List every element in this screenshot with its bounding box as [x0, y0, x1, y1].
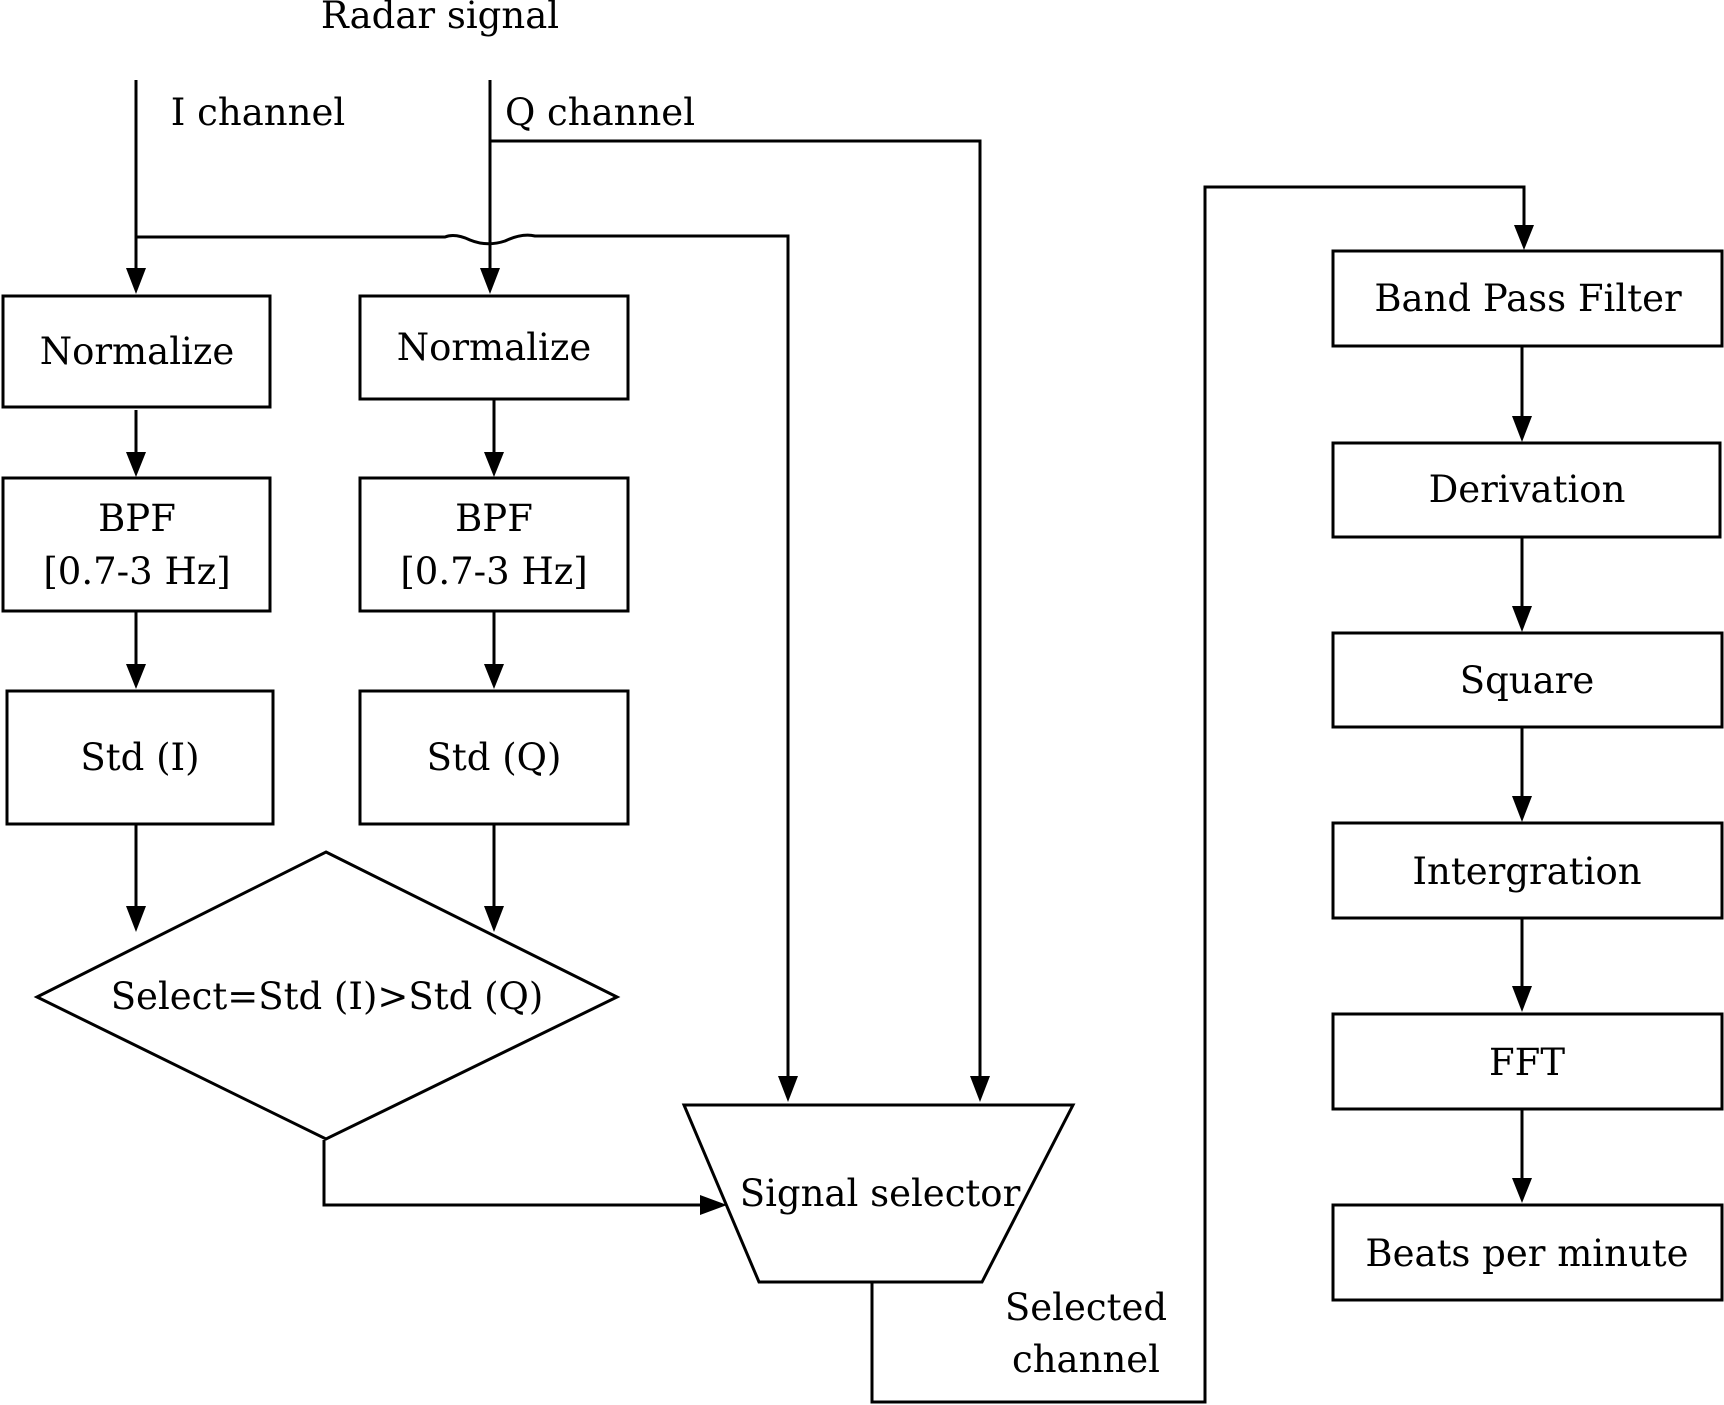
pipeline-step-label: Intergration: [1412, 850, 1641, 893]
pipeline-step-label: FFT: [1489, 1041, 1565, 1084]
pipeline-step-label: Derivation: [1429, 468, 1626, 511]
decision-diamond: [33, 850, 621, 1141]
signal-selector-label: Signal selector: [740, 1172, 1021, 1215]
i-channel-label: I channel: [171, 91, 345, 134]
arrowhead: [484, 452, 504, 477]
decision-label: Select=Std (I)>Std (Q): [111, 975, 544, 1018]
bpf-q-range: [0.7-3 Hz]: [400, 550, 587, 593]
arrowhead: [126, 664, 146, 689]
signal-selector: [681, 1103, 1076, 1284]
arrowhead: [1512, 1178, 1532, 1203]
pipeline-step-beats-per-minute: [1331, 1203, 1724, 1302]
arrowhead: [484, 664, 504, 689]
bpf-i-range: [0.7-3 Hz]: [43, 550, 230, 593]
bpf-i-label: BPF: [98, 497, 176, 540]
arrowhead: [1514, 225, 1534, 250]
arrowhead: [1512, 606, 1532, 632]
arrowhead: [778, 1076, 798, 1102]
input-label: Radar signal: [321, 0, 559, 37]
normalize-q-box: [358, 294, 630, 401]
arrowhead: [480, 268, 500, 294]
pipeline-step-integration: [1331, 821, 1724, 920]
arrowhead: [126, 268, 146, 294]
i-branch-line: [136, 233, 790, 1090]
selected-channel-label-2: channel: [1012, 1338, 1160, 1381]
std-q-label: Std (Q): [427, 736, 562, 779]
bpf-q-label: BPF: [455, 497, 533, 540]
q-branch-line: [490, 139, 982, 1090]
bpf-q-box: [358, 476, 630, 613]
pipeline-step-label: Beats per minute: [1365, 1232, 1688, 1275]
pipeline-step-label: Square: [1460, 659, 1595, 702]
pipeline-step-derivation: [1331, 441, 1722, 539]
pipeline-step-band-pass-filter: [1331, 249, 1724, 348]
arrowhead: [970, 1076, 990, 1102]
normalize-q-label: Normalize: [397, 326, 592, 369]
std-i-label: Std (I): [80, 736, 199, 779]
normalize-i-box: [1, 294, 272, 409]
arrowhead: [1512, 416, 1532, 442]
arrowhead: [126, 906, 146, 932]
std-q-box: [358, 689, 630, 826]
decision-to-selector-line: [322, 1140, 715, 1207]
arrowhead: [1512, 796, 1532, 822]
pipeline-step-label: Band Pass Filter: [1374, 277, 1682, 320]
normalize-i-label: Normalize: [40, 330, 235, 373]
bpf-i-box: [1, 476, 272, 613]
arrowhead: [484, 906, 504, 932]
arrowhead: [126, 452, 146, 477]
selected-channel-line: [870, 185, 1526, 1404]
q-channel-label: Q channel: [505, 91, 695, 134]
pipeline-step-fft: [1331, 1012, 1724, 1111]
std-i-box: [5, 689, 275, 826]
arrowhead: [1512, 986, 1532, 1012]
pipeline-step-square: [1331, 631, 1724, 729]
selected-channel-label: Selected: [1005, 1286, 1167, 1329]
arrowhead: [700, 1195, 727, 1215]
